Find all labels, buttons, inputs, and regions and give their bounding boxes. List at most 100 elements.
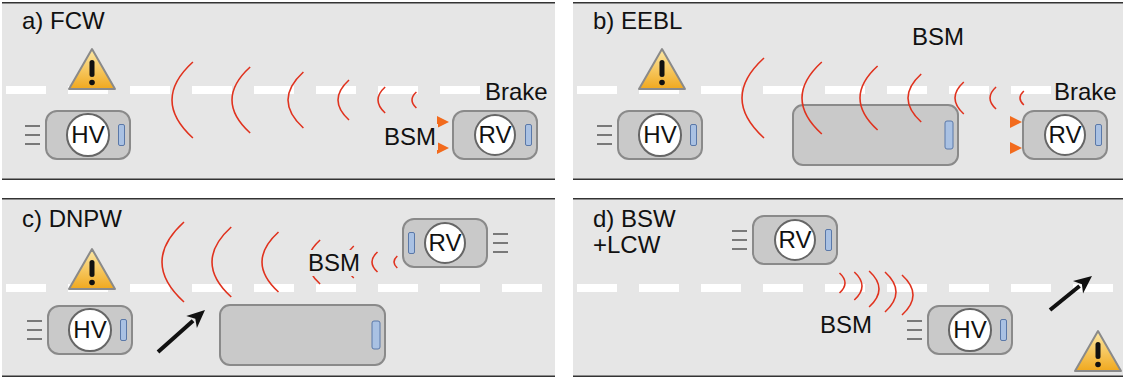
bsm-wave [802,62,822,134]
speed-line [493,233,508,235]
vehicle-label: RV [479,123,512,147]
vehicle: HV [45,110,131,160]
signal-label: BSM [306,250,362,276]
bsm-wave [869,271,879,307]
vehicle-badge: RV [474,114,517,157]
warning-mark [89,80,95,86]
panel-title: d) BSW +LCW [593,206,685,258]
vehicle: RV [402,218,488,268]
warning-sign [639,49,685,89]
panel-title: b) EEBL [593,8,682,34]
panel-edge [573,179,1123,181]
bsm-wave [902,275,913,315]
speed-line [25,143,40,145]
bsm-wave [742,58,764,138]
lane-marking [577,284,1123,292]
bsm-wave [412,92,416,108]
scenario-panel: b) EEBL HV RV [573,2,1123,180]
speed-line [493,242,508,244]
vehicle-label: RV [1049,123,1082,147]
brake-light [437,142,449,154]
warning-mark [1095,362,1101,368]
vehicle-windshield [690,124,697,146]
speed-line [25,134,40,136]
bsm-wave [232,67,250,133]
vehicle-badge: RV [1044,114,1087,157]
bsm-wave [172,62,193,138]
brake-light [437,116,449,128]
scenario-panel: a) FCW HV RV [2,2,555,180]
bsm-wave [394,256,397,268]
truck-windshield [372,321,380,349]
vehicle-label: HV [71,123,104,147]
speed-line [907,338,922,340]
bsm-wave [212,227,231,297]
truck-windshield [945,121,953,149]
vehicle-label: HV [643,123,676,147]
speed-line [27,338,42,340]
signal-label: BSM [818,312,874,338]
signal-label: Brake [1052,79,1119,105]
bsm-wave [378,87,385,113]
panel-edge [573,198,1123,200]
vehicle: RV [1022,110,1108,160]
bsm-wave [860,66,878,130]
warning-mark [660,60,665,77]
vehicle-badge: HV [948,308,991,351]
vehicle-label: RV [779,228,812,252]
bsm-wave [955,82,964,114]
warning-mark [1096,342,1101,359]
truck-body [220,305,385,365]
speed-line [25,125,40,127]
speed-line [597,143,612,145]
speed-line [27,320,42,322]
vehicle-windshield [1095,124,1102,146]
warning-mark [89,280,95,286]
bsm-wave [990,87,996,109]
signal-label: Brake [483,79,550,105]
panel-title-text: c) DNPW [22,205,122,232]
speed-line [907,329,922,331]
speed-line [597,134,612,136]
vehicle: HV [47,305,133,355]
panel-title: a) FCW [22,8,105,34]
bsm-wave [162,222,184,302]
vehicle: HV [617,110,703,160]
speed-line [732,248,747,250]
warning-mark [659,80,665,86]
vehicle-windshield [408,232,415,254]
scenario-panel: d) BSW +LCW RV HV [573,198,1123,377]
vehicle-windshield [118,124,125,146]
panel-edge [2,198,555,200]
scenario-panel: c) DNPW RV HV [2,198,555,377]
panel-edge [2,179,555,181]
vehicle-badge: HV [638,113,681,156]
maneuver-arrow [1050,286,1080,310]
panel-title-text: b) EEBL [593,7,682,34]
panel-edge [2,376,555,378]
speed-line [732,239,747,241]
signal-label: BSM [382,124,438,150]
vehicle-label: HV [953,318,986,342]
warning-sign [69,249,115,289]
vehicle-label: RV [429,231,462,255]
maneuver-arrowhead [186,310,205,328]
vehicle-windshield [825,229,832,251]
bsm-wave [1020,91,1024,105]
bsm-wave [372,252,378,272]
bsm-wave [840,273,846,293]
maneuver-arrow [158,321,193,352]
truck-body [793,105,958,165]
maneuver-arrowhead [1073,276,1092,294]
speed-line [493,251,508,253]
bsm-wave [854,272,862,300]
warning-sign [69,49,115,89]
bsm-wave [908,74,921,122]
panel-edge [573,376,1123,378]
vehicle-windshield [120,319,127,341]
brake-light [1010,116,1022,128]
bsm-wave [338,80,349,120]
warning-mark [90,260,95,277]
bsm-wave [288,72,303,128]
